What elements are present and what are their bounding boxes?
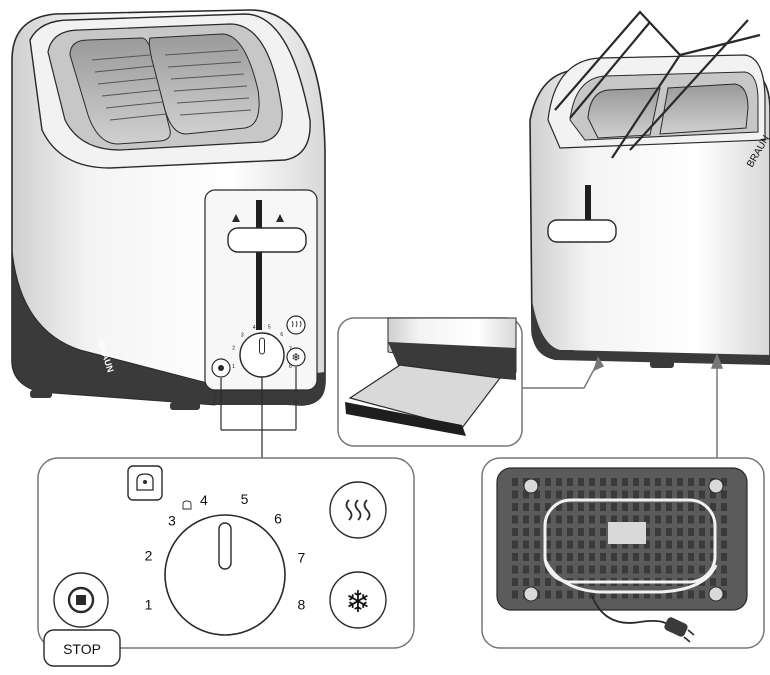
stop-label-box [43, 629, 121, 667]
stop-label: STOP [63, 641, 101, 657]
toaster-lever [227, 227, 307, 253]
toaster-defrost-button [286, 347, 306, 367]
small-dial-number-5: 5 [268, 325, 271, 331]
small-dial-number-2: 2 [232, 346, 235, 352]
toast-setting-dial [164, 514, 286, 636]
crumb-tray-inset [269, 317, 523, 447]
dial-number-6: 6 [274, 511, 282, 527]
dial-indicator [218, 522, 232, 570]
small-dial-number-6: 6 [280, 332, 283, 338]
wound-cord [543, 498, 718, 594]
small-dial-number-1: 1 [232, 364, 235, 370]
dial-number-5: 5 [241, 491, 249, 507]
toaster-reheat-button [286, 315, 306, 335]
dial-number-2: 2 [145, 547, 153, 563]
small-dial-number-8: 8 [289, 364, 292, 370]
toaster-grill [91, 49, 252, 121]
power-plug [664, 617, 695, 643]
dial-number-3: 3 [168, 512, 176, 528]
callout-arrows [522, 352, 724, 458]
dial-number-7: 7 [298, 550, 306, 566]
defrost-icon: ❄ [345, 586, 370, 619]
small-dial-number-4: 4 [253, 325, 256, 331]
defrost-button [329, 571, 387, 629]
control-panel-callout: 1 2 3 4 5 6 7 8 ❄ STOP [37, 457, 415, 667]
reheat-icon [345, 499, 371, 521]
dial-number-4: 4 [200, 492, 208, 508]
svg-text:❄: ❄ [291, 352, 300, 364]
dial-number-1: 1 [145, 597, 153, 613]
toaster-slot-left [69, 37, 171, 145]
toaster-base-band [11, 249, 216, 406]
base-inset [481, 457, 765, 649]
dial-number-8: 8 [298, 597, 306, 613]
toaster-side-view: BRAUN [529, 10, 770, 368]
bun-warmer-rack [554, 10, 761, 159]
stop-icon [76, 595, 86, 605]
small-dial-number-3: 3 [241, 332, 244, 338]
toaster-slot-right [148, 33, 260, 135]
